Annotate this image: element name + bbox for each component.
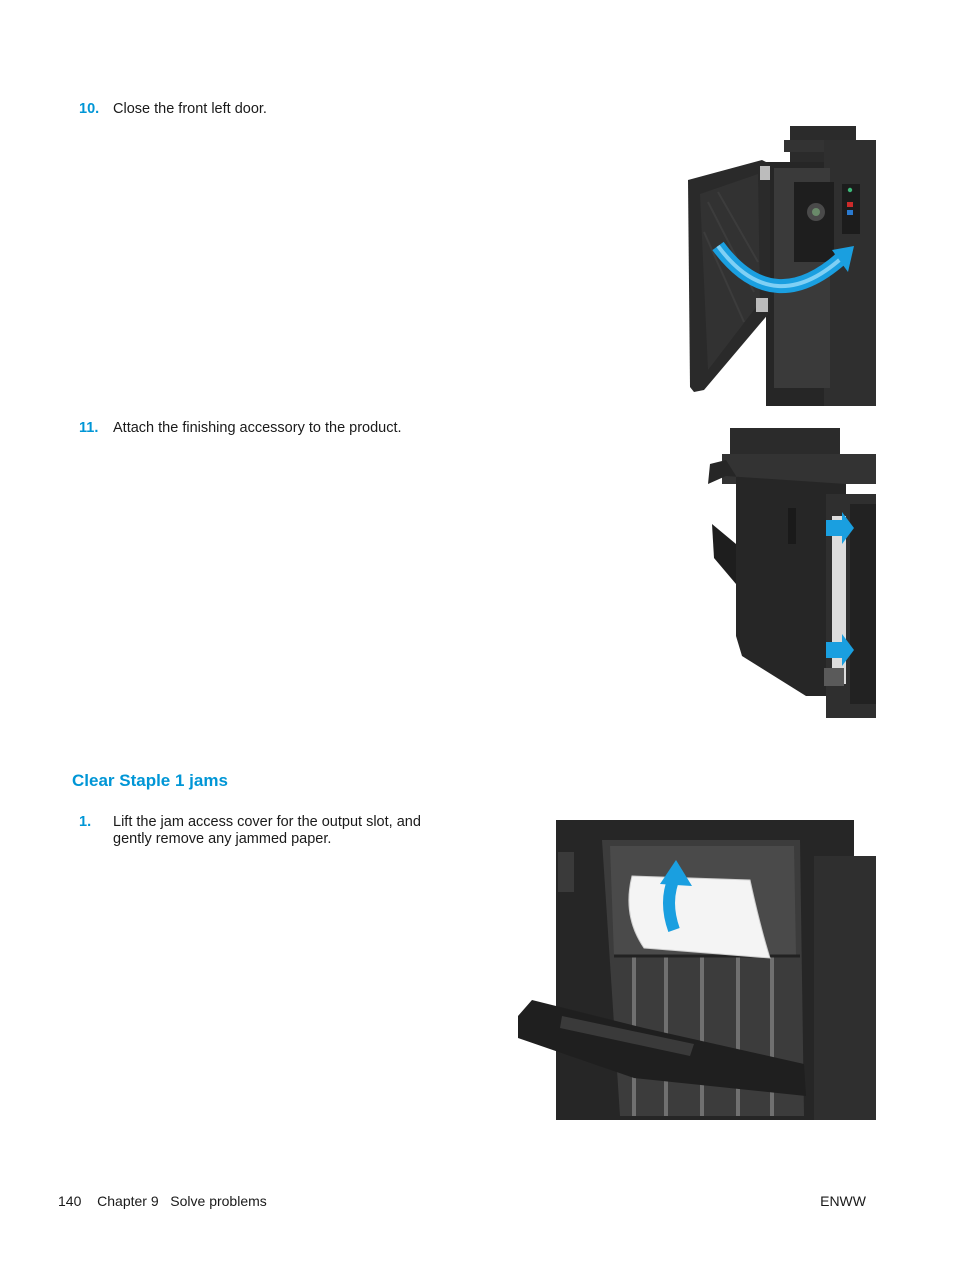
step-text: Attach the finishing accessory to the pr… [113, 420, 402, 436]
step-text: Lift the jam access cover for the output… [113, 814, 421, 847]
footer-right: ENWW [820, 1193, 866, 1209]
step-number: 11. [79, 420, 99, 436]
footer-left: 140 Chapter 9 Solve problems [58, 1193, 267, 1209]
finishing-accessory-attach-illustration [708, 428, 876, 718]
staple-jam-access-illustration [518, 820, 876, 1120]
chapter-title: Chapter 9 Solve problems [97, 1193, 267, 1209]
step-number: 1. [79, 814, 92, 830]
step-number: 10. [79, 101, 100, 117]
section-title: Clear Staple 1 jams [72, 771, 228, 790]
page-number: 140 [58, 1193, 82, 1209]
step-text: Close the front left door. [113, 101, 267, 117]
printer-door-close-illustration [688, 126, 876, 406]
